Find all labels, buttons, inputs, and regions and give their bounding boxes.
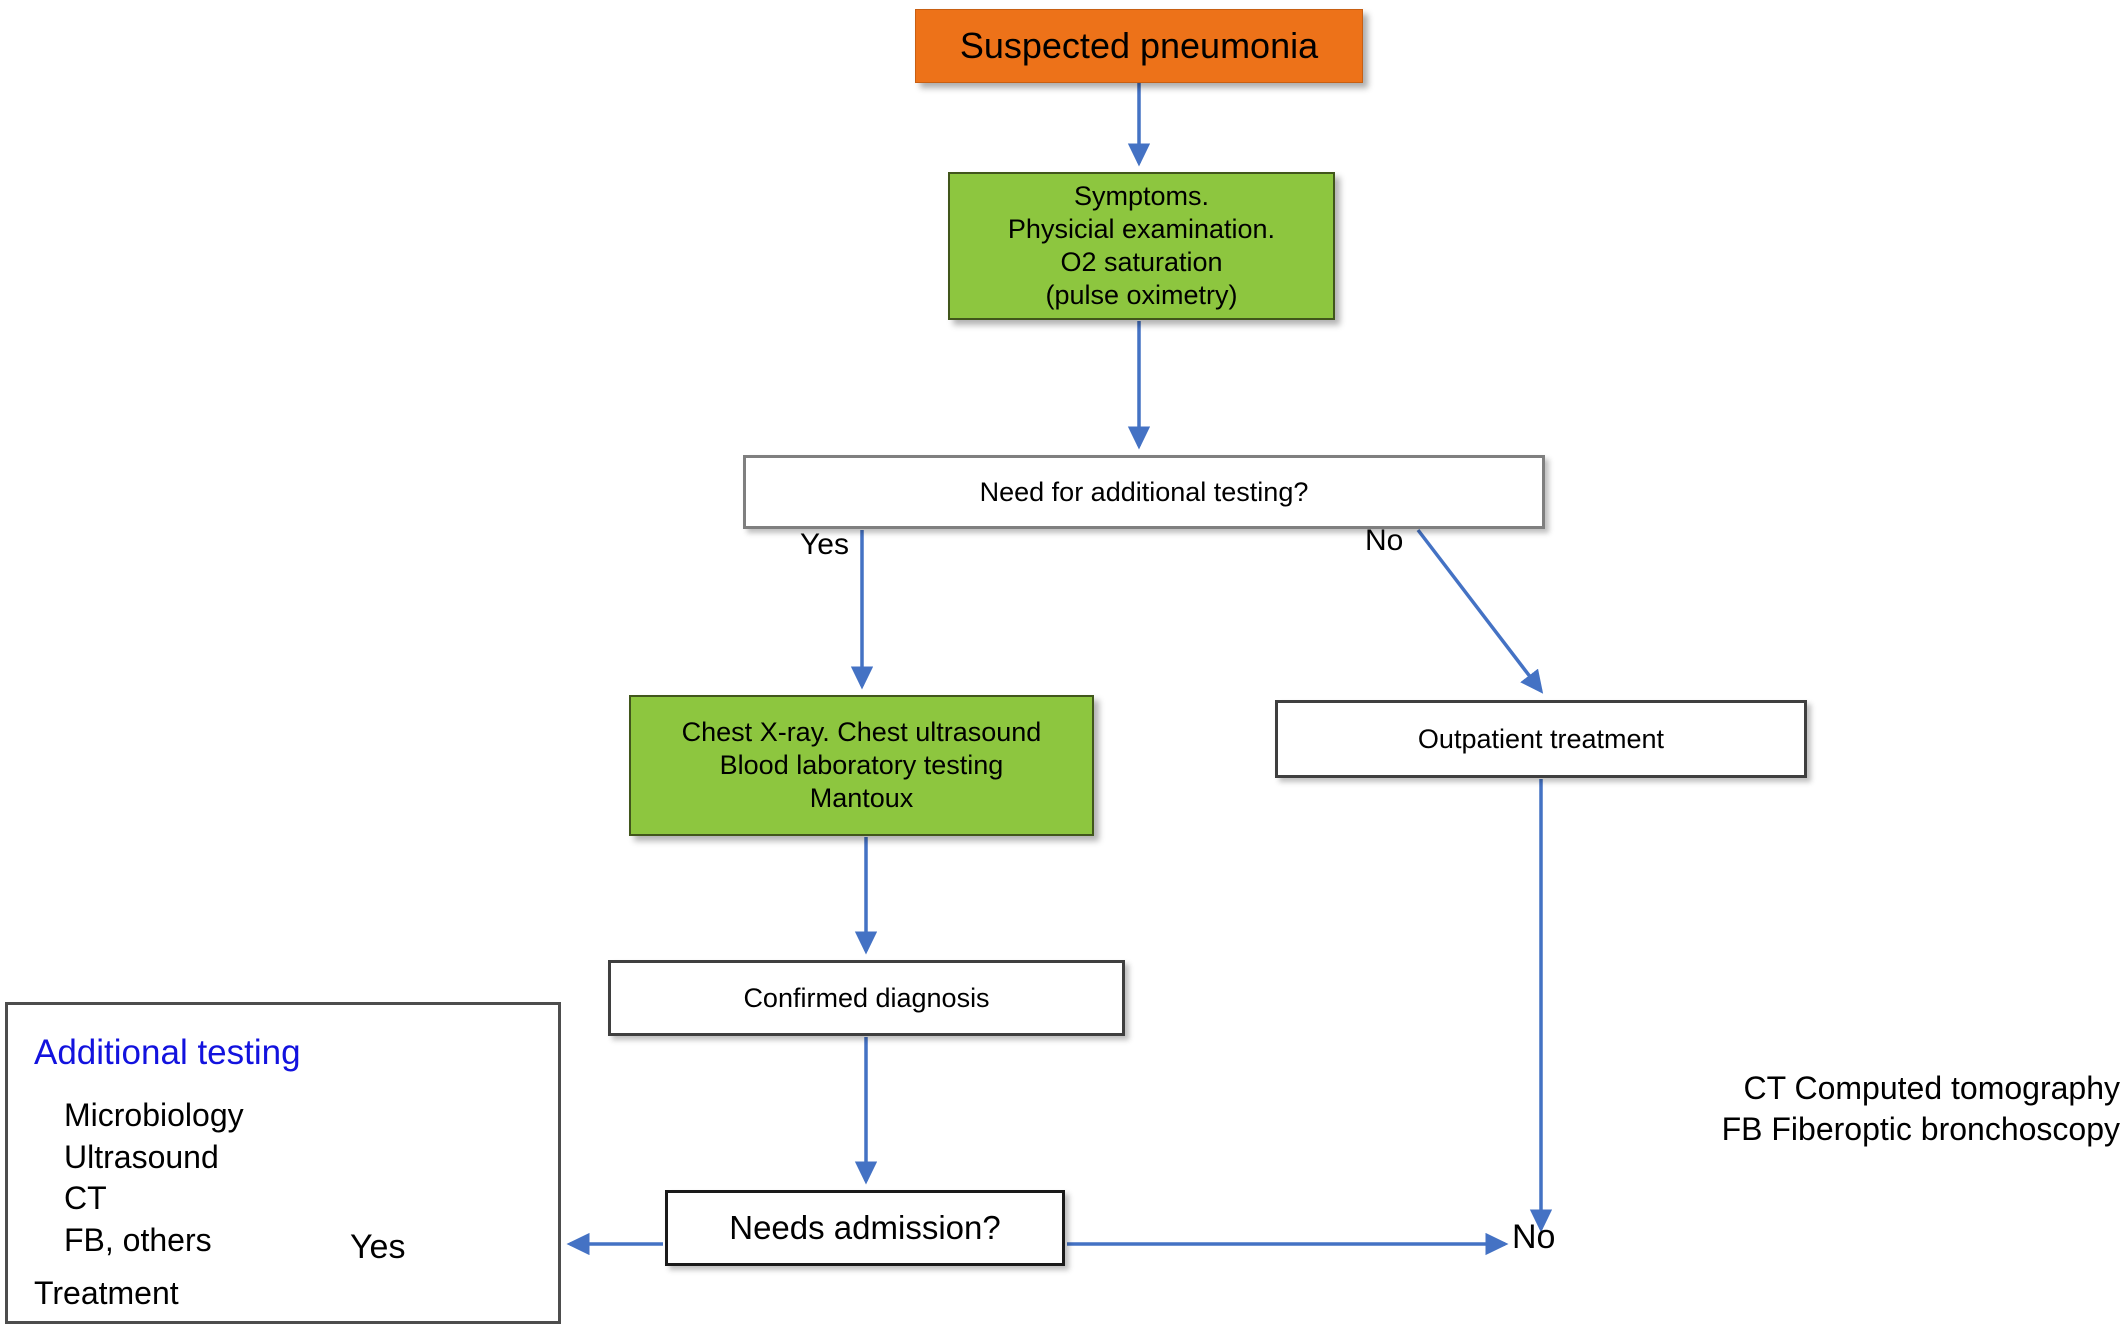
edge-label-testing-no: No (1365, 524, 1404, 557)
node-clinical-assessment[interactable]: Symptoms. Physicial examination. O2 satu… (948, 172, 1335, 320)
edge-label-admission-yes: Yes (350, 1228, 406, 1266)
node-diagnostic-tests-line-3: Mantoux (809, 782, 914, 813)
panel-additional-testing-treatment: Treatment (34, 1275, 179, 1312)
legend-line-fb: FB Fiberoptic bronchoscopy (1721, 1110, 2120, 1147)
node-diagnostic-tests[interactable]: Chest X-ray. Chest ultrasound Blood labo… (629, 695, 1094, 836)
node-outpatient-treatment[interactable]: Outpatient treatment (1275, 700, 1807, 778)
node-diagnostic-tests-line-2: Blood laboratory testing (719, 750, 1004, 781)
node-clinical-assessment-line-2: Physicial examination. (1007, 214, 1276, 245)
node-needs-admission[interactable]: Needs admission? (665, 1190, 1065, 1266)
node-clinical-assessment-line-4: (pulse oximetry) (1045, 279, 1238, 310)
node-suspected-pneumonia-label: Suspected pneumonia (959, 25, 1319, 67)
panel-additional-testing[interactable]: Additional testing Microbiology Ultrasou… (5, 1002, 561, 1324)
list-item: Microbiology (64, 1097, 244, 1133)
node-confirmed-diagnosis[interactable]: Confirmed diagnosis (608, 960, 1125, 1036)
node-outpatient-treatment-label: Outpatient treatment (1417, 723, 1665, 754)
edge-label-admission-no: No (1512, 1218, 1556, 1256)
node-clinical-assessment-line-1: Symptoms. (1073, 181, 1209, 212)
legend-line-ct: CT Computed tomography (1743, 1070, 2120, 1106)
node-suspected-pneumonia[interactable]: Suspected pneumonia (915, 9, 1363, 83)
list-item: Ultrasound (64, 1138, 219, 1175)
node-diagnostic-tests-line-1: Chest X-ray. Chest ultrasound (681, 717, 1042, 748)
panel-additional-testing-list: Microbiology Ultrasound CT FB, others (64, 1095, 558, 1261)
list-item: FB, others (64, 1221, 212, 1258)
legend-abbreviations: CT Computed tomography FB Fiberoptic bro… (1540, 1068, 2120, 1150)
node-need-additional-testing[interactable]: Need for additional testing? (743, 455, 1545, 529)
node-clinical-assessment-line-3: O2 saturation (1060, 247, 1223, 277)
node-need-additional-testing-label: Need for additional testing? (979, 476, 1309, 507)
node-confirmed-diagnosis-label: Confirmed diagnosis (743, 982, 990, 1013)
list-item: CT (64, 1180, 107, 1217)
node-needs-admission-label: Needs admission? (729, 1208, 1001, 1246)
panel-additional-testing-title: Additional testing (34, 1033, 301, 1072)
edge-needtesting-no-to-outpatient (1416, 528, 1544, 694)
edge-label-testing-yes: Yes (800, 528, 849, 561)
